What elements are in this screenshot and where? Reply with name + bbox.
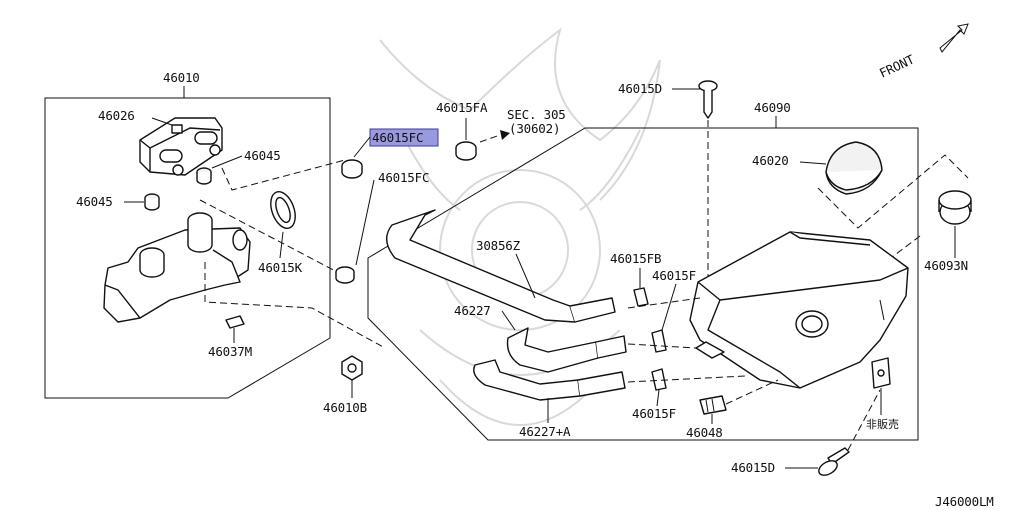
strainer-46093N xyxy=(938,190,972,225)
label-46015FC-lower[interactable]: 46015FC xyxy=(378,170,429,185)
label-46227[interactable]: 46227 xyxy=(454,303,491,318)
bolt-46015D-lower xyxy=(818,447,850,476)
label-46026[interactable]: 46026 xyxy=(98,108,135,123)
drawing-code: J46000LM xyxy=(935,494,994,509)
label-not-sold[interactable]: 非販売 xyxy=(866,418,899,431)
label-46010[interactable]: 46010 xyxy=(163,70,200,85)
master-cylinder-body xyxy=(103,212,251,323)
section-reference[interactable]: SEC. 305 xyxy=(507,107,566,122)
master-cylinder-frame xyxy=(44,97,331,399)
label-46015K[interactable]: 46015K xyxy=(258,260,303,275)
front-arrow-icon xyxy=(939,23,969,53)
clamp-46015FC-upper xyxy=(341,159,363,179)
label-46037M[interactable]: 46037M xyxy=(208,344,252,359)
hose-46227 xyxy=(506,327,627,373)
clamp-46015F-lower xyxy=(651,368,667,391)
clamp-46015FA xyxy=(455,141,477,161)
reservoir-bracket-46026 xyxy=(139,117,223,176)
label-46090[interactable]: 46090 xyxy=(754,100,791,115)
pin-46037M xyxy=(225,315,245,329)
label-46227A[interactable]: 46227+A xyxy=(519,424,571,439)
label-30856Z[interactable]: 30856Z xyxy=(476,238,521,253)
bolt-46015D-upper xyxy=(698,80,718,119)
label-46015F-upper[interactable]: 46015F xyxy=(652,268,696,283)
nut-46010B xyxy=(341,355,363,381)
clamp-46015FB xyxy=(633,287,649,307)
arrow-icon xyxy=(500,130,510,140)
label-46048[interactable]: 46048 xyxy=(686,425,723,440)
label-46015FC-highlighted[interactable]: 46015FC xyxy=(372,130,423,145)
reservoir-cap-46020 xyxy=(825,141,883,195)
label-46045-left[interactable]: 46045 xyxy=(76,194,113,209)
connector-46048 xyxy=(699,395,727,415)
reservoir-tank-46090 xyxy=(689,231,909,389)
label-46010B[interactable]: 46010B xyxy=(323,400,367,415)
clamp-46015F-upper xyxy=(651,329,667,353)
reservoir-frame xyxy=(367,127,919,441)
gasket-46015K xyxy=(270,191,296,229)
hose-46227A xyxy=(473,359,626,401)
label-46015D-upper[interactable]: 46015D xyxy=(618,81,662,96)
clamp-46015FC-lower xyxy=(335,266,355,284)
label-46020[interactable]: 46020 xyxy=(752,153,789,168)
label-46015F-lower[interactable]: 46015F xyxy=(632,406,676,421)
label-46015FA[interactable]: 46015FA xyxy=(436,100,488,115)
label-46093N[interactable]: 46093N xyxy=(924,258,968,273)
section-reference-sub[interactable]: (30602) xyxy=(509,121,560,136)
hose-30856Z xyxy=(386,209,616,323)
front-label[interactable]: FRONT xyxy=(877,51,917,80)
label-46015FB[interactable]: 46015FB xyxy=(610,251,661,266)
bracket-not-sold xyxy=(871,357,891,389)
label-46015D-lower[interactable]: 46015D xyxy=(731,460,775,475)
label-46045-right[interactable]: 46045 xyxy=(244,148,281,163)
